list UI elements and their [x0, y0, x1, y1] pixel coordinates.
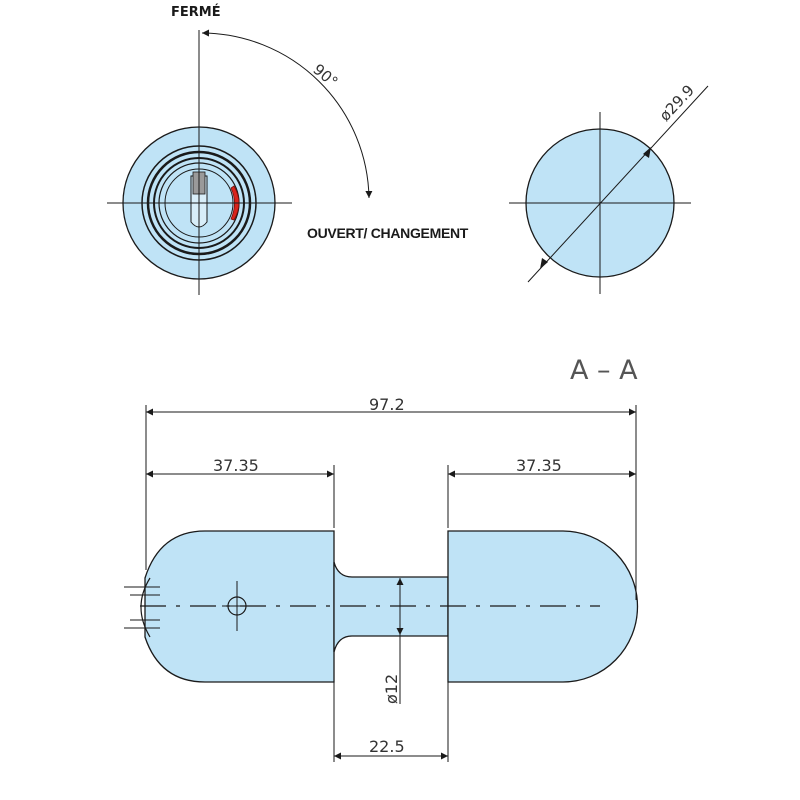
end-view: ø29.9 [509, 81, 709, 294]
diameter-dimension-line [527, 85, 709, 283]
left-end-cam [140, 577, 151, 638]
open-label: OUVERT/ CHANGEMENT [307, 225, 469, 241]
front-view-lock: FERMÉ 90° OUVERT/ CHANGEMENT [107, 4, 469, 295]
closed-label: FERMÉ [171, 4, 221, 20]
neck-length-label: 22.5 [369, 737, 405, 756]
angle-label: 90° [309, 60, 341, 91]
diameter-label: ø29.9 [656, 81, 698, 124]
section-title: A – A [570, 355, 638, 386]
overall-length-label: 97.2 [369, 395, 405, 414]
rotation-arc [201, 29, 373, 199]
neck-diameter-label: ø12 [382, 674, 401, 704]
left-length-label: 37.35 [213, 456, 259, 475]
right-length-label: 37.35 [516, 456, 562, 475]
section-view: A – A 97.2 37.35 37.35 [124, 355, 638, 762]
neck [333, 561, 449, 653]
